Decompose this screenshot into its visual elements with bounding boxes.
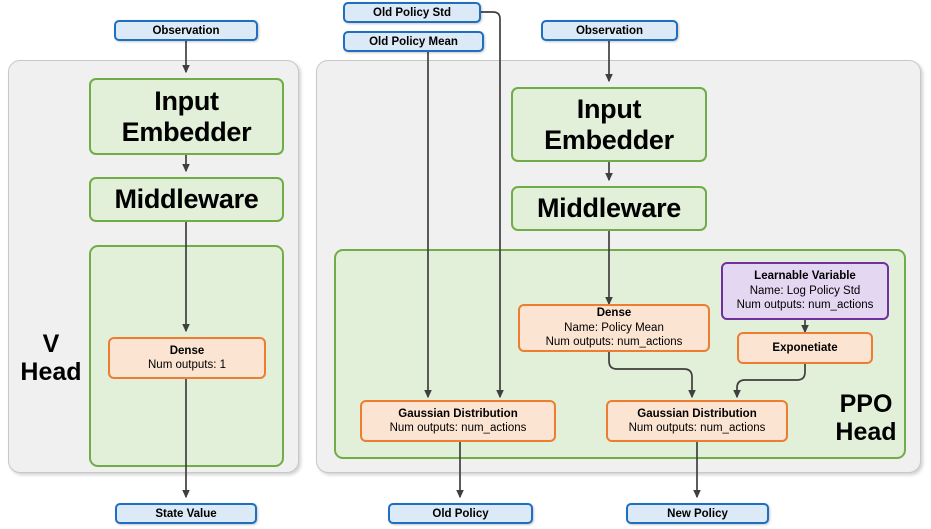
output-new-policy[interactable]: New Policy bbox=[626, 503, 769, 524]
ppo-head-input-embedder[interactable]: Input Embedder bbox=[511, 87, 707, 162]
v-head-middleware[interactable]: Middleware bbox=[89, 177, 284, 222]
v-head-dense[interactable]: Dense Num outputs: 1 bbox=[108, 337, 266, 379]
learnable-variable-name: Name: Log Policy Std bbox=[749, 284, 861, 297]
ppo-head-gaussian-old[interactable]: Gaussian Distribution Num outputs: num_a… bbox=[360, 400, 556, 442]
v-head-input-embedder[interactable]: Input Embedder bbox=[89, 78, 284, 155]
input-old-policy-std[interactable]: Old Policy Std bbox=[343, 2, 481, 23]
exponetiate-title: Exponetiate bbox=[772, 341, 838, 354]
learnable-variable-num-outputs: Num outputs: num_actions bbox=[736, 299, 874, 312]
input-old-policy-mean[interactable]: Old Policy Mean bbox=[343, 31, 484, 52]
ppo-head-dense-policy-mean[interactable]: Dense Name: Policy Mean Num outputs: num… bbox=[518, 304, 710, 352]
v-head-dense-num-outputs: Num outputs: 1 bbox=[148, 359, 226, 371]
gaussian-new-num-outputs: Num outputs: num_actions bbox=[628, 422, 766, 434]
ppo-head-gaussian-new[interactable]: Gaussian Distribution Num outputs: num_a… bbox=[606, 400, 788, 442]
ppo-dense-title: Dense bbox=[596, 307, 632, 320]
gaussian-old-num-outputs: Num outputs: num_actions bbox=[389, 422, 527, 434]
input-observation-ppo[interactable]: Observation bbox=[541, 20, 678, 41]
learnable-variable-title: Learnable Variable bbox=[754, 270, 856, 283]
gaussian-old-title: Gaussian Distribution bbox=[398, 407, 518, 420]
ppo-dense-num-outputs: Num outputs: num_actions bbox=[545, 336, 683, 349]
gaussian-new-title: Gaussian Distribution bbox=[637, 407, 757, 420]
input-observation-v[interactable]: Observation bbox=[114, 20, 258, 41]
output-state-value[interactable]: State Value bbox=[115, 503, 257, 524]
v-head-title: V Head bbox=[20, 330, 82, 386]
v-head-dense-title: Dense bbox=[169, 344, 205, 357]
ppo-head-exponetiate[interactable]: Exponetiate bbox=[737, 332, 873, 364]
ppo-dense-name: Name: Policy Mean bbox=[564, 321, 664, 334]
ppo-head-learnable-variable[interactable]: Learnable Variable Name: Log Policy Std … bbox=[721, 262, 889, 320]
output-old-policy[interactable]: Old Policy bbox=[388, 503, 533, 524]
ppo-head-middleware[interactable]: Middleware bbox=[511, 186, 707, 231]
ppo-head-title: PPO Head bbox=[835, 390, 897, 446]
